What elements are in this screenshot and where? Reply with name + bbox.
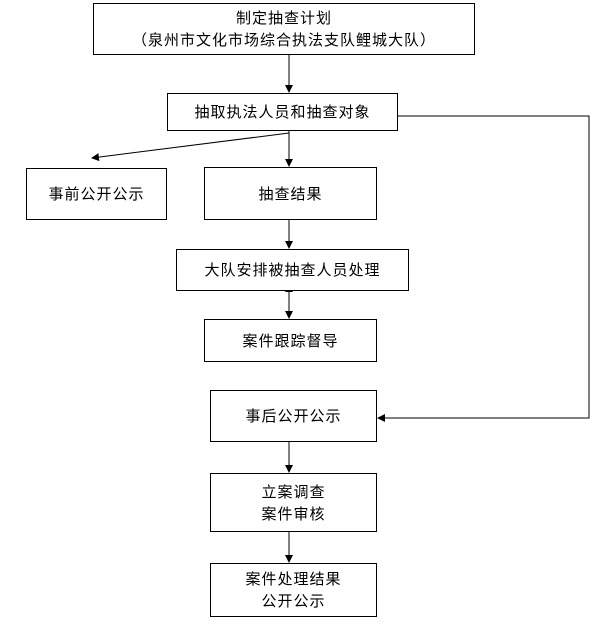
node-plan-title: 制定抽查计划 bbox=[235, 9, 332, 27]
arrow-select-to-post-public bbox=[377, 115, 590, 422]
node-pre-public-label: 事前公开公示 bbox=[48, 185, 145, 203]
node-post-public-label: 事后公开公示 bbox=[245, 407, 342, 425]
node-investigate-line2: 案件审核 bbox=[261, 504, 326, 523]
node-result-label: 抽查结果 bbox=[258, 184, 323, 203]
node-post-public: 事后公开公示 bbox=[210, 390, 377, 442]
node-supervise: 案件跟踪督导 bbox=[204, 319, 377, 362]
node-investigate: 立案调查 案件审核 bbox=[210, 473, 377, 532]
node-arrange-label: 大队安排被抽查人员处理 bbox=[204, 261, 381, 279]
node-arrange: 大队安排被抽查人员处理 bbox=[176, 249, 409, 291]
node-investigate-line1: 立案调查 bbox=[261, 482, 326, 501]
node-final-line2: 公开公示 bbox=[261, 592, 326, 610]
node-final-line1: 案件处理结果 bbox=[245, 570, 342, 588]
node-supervise-label: 案件跟踪督导 bbox=[242, 331, 339, 350]
node-pre-public: 事前公开公示 bbox=[26, 168, 167, 220]
arrow-select-to-pre-public bbox=[91, 132, 290, 162]
node-final: 案件处理结果 公开公示 bbox=[210, 563, 377, 617]
node-plan-subtitle: （泉州市文化市场综合执法支队鲤城大队） bbox=[131, 31, 436, 49]
node-select-label: 抽取执法人员和抽查对象 bbox=[194, 103, 371, 121]
node-plan: 制定抽查计划 （泉州市文化市场综合执法支队鲤城大队） bbox=[93, 3, 475, 55]
node-select: 抽取执法人员和抽查对象 bbox=[167, 93, 398, 131]
node-result: 抽查结果 bbox=[204, 167, 377, 220]
